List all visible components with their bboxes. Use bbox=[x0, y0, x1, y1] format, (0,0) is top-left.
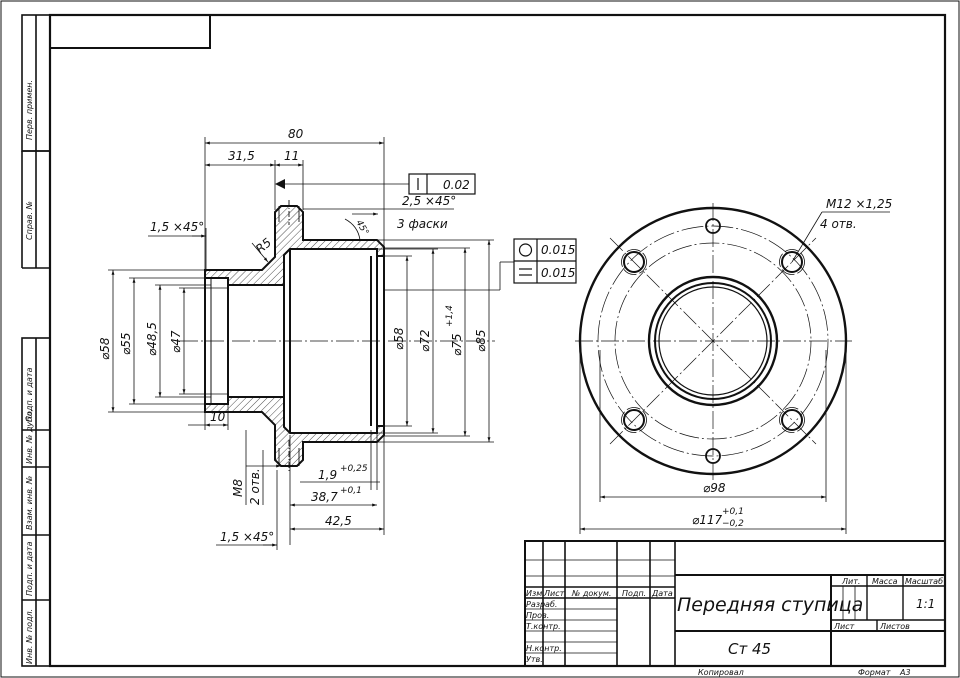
sheet-label: Лист bbox=[833, 622, 855, 631]
format-value: А3 bbox=[899, 668, 911, 677]
side-strip bbox=[21, 14, 51, 667]
dim-d72: ⌀72 bbox=[418, 330, 432, 353]
end-view-dimensions bbox=[579, 211, 890, 534]
dim-11: 11 bbox=[284, 149, 299, 163]
dim-d75: ⌀75 bbox=[450, 334, 464, 357]
row-razrab: Разраб. bbox=[526, 600, 557, 609]
dim-m8: M8 bbox=[231, 479, 245, 497]
dim-d58-right: ⌀58 bbox=[392, 327, 406, 350]
row-prov: Пров. bbox=[526, 611, 549, 620]
dim-chamfer-bottom: 1,5 ×45° bbox=[220, 530, 274, 544]
col-header-date: Дата bbox=[651, 589, 673, 598]
col-header-list: Лист bbox=[543, 589, 565, 598]
dim-d48-5: ⌀48,5 bbox=[145, 322, 159, 356]
dim-m12: M12 ×1,25 bbox=[826, 197, 892, 211]
section-view bbox=[180, 200, 495, 472]
lit-label: Лит. bbox=[841, 577, 860, 586]
dim-d98: ⌀98 bbox=[703, 481, 726, 495]
row-nkontr: Н.контр. bbox=[526, 644, 562, 653]
dim-d117-tol-up: +0,1 bbox=[722, 507, 744, 517]
dim-m8-count: 2 отв. bbox=[248, 468, 262, 505]
end-view-dim-texts: ⌀98 ⌀117 +0,1 −0,2 M12 ×1,25 4 отв. bbox=[692, 197, 892, 529]
part-name: Передняя ступица bbox=[677, 594, 863, 616]
side-label: Подп. и дата bbox=[25, 541, 34, 596]
scale-value: 1:1 bbox=[916, 597, 935, 611]
dim-chamfer-count: 3 фаски bbox=[397, 217, 448, 231]
side-label: Инв. № дубл. bbox=[25, 409, 34, 464]
flatness2-value: 0.015 bbox=[541, 266, 575, 280]
dim-42-5: 42,5 bbox=[325, 514, 352, 528]
section-dimensions bbox=[108, 137, 514, 550]
format-label: Формат bbox=[858, 668, 891, 677]
side-label: Перв. примен. bbox=[25, 80, 34, 140]
side-label: Справ. № bbox=[25, 201, 34, 240]
dim-10: 10 bbox=[210, 410, 226, 424]
dim-31-5: 31,5 bbox=[228, 149, 255, 163]
dim-38-7-tol: +0,1 bbox=[340, 486, 362, 496]
dim-chamfer-left: 1,5 ×45° bbox=[150, 220, 204, 234]
material: Ст 45 bbox=[728, 640, 771, 658]
circularity-value: 0.015 bbox=[541, 243, 575, 257]
title-block-texts: Изм. Лист № докум. Подп. Дата Разраб. Пр… bbox=[526, 577, 943, 677]
sheets-label: Листов bbox=[879, 622, 910, 631]
copied-label: Копировал bbox=[698, 668, 744, 677]
dim-1-9: 1,9 bbox=[318, 468, 337, 482]
col-header-izm: Изм. bbox=[526, 589, 545, 598]
scale-label: Масштаб bbox=[905, 577, 943, 586]
side-labels: Перв. примен. Справ. № Подп. и дата Инв.… bbox=[25, 80, 34, 664]
dim-1-9-tol: +0,25 bbox=[340, 464, 368, 474]
col-header-sign: Подп. bbox=[622, 589, 646, 598]
side-label: Инв. № подл. bbox=[25, 609, 34, 664]
row-tkontr: Т.контр. bbox=[526, 622, 561, 631]
dim-d75-tol: +1,4 bbox=[445, 305, 455, 327]
side-label: Подп. и дата bbox=[25, 367, 34, 422]
col-header-doc: № докум. bbox=[571, 589, 611, 598]
tolerance-frames bbox=[408, 173, 577, 284]
flatness-value: 0.02 bbox=[443, 178, 470, 192]
dim-d55: ⌀55 bbox=[119, 333, 133, 356]
section-dim-texts: 80 31,5 11 0.02 2,5 ×45° 3 фаски 1,5 ×45… bbox=[98, 127, 575, 544]
side-label: Взам. инв. № bbox=[25, 476, 34, 530]
dim-80: 80 bbox=[288, 127, 304, 141]
section-bottom bbox=[204, 396, 385, 467]
dim-d58-left: ⌀58 bbox=[98, 337, 112, 360]
dim-chamfer-top: 2,5 ×45° bbox=[402, 194, 456, 208]
end-view bbox=[575, 203, 852, 480]
dim-d117: ⌀117 bbox=[692, 513, 722, 527]
dim-m12-count: 4 отв. bbox=[820, 217, 857, 231]
mass-label: Масса bbox=[872, 577, 898, 586]
section-top bbox=[204, 205, 385, 286]
dim-d85: ⌀85 bbox=[474, 330, 488, 353]
title-block bbox=[524, 540, 946, 667]
dim-38-7: 38,7 bbox=[311, 490, 338, 504]
dim-d117-tol-down: −0,2 bbox=[722, 519, 744, 529]
row-utv: Утв. bbox=[526, 655, 543, 664]
dim-r5: R5 bbox=[253, 235, 274, 256]
dim-angle: 45° bbox=[353, 219, 370, 238]
dim-d47: ⌀47 bbox=[169, 330, 183, 353]
